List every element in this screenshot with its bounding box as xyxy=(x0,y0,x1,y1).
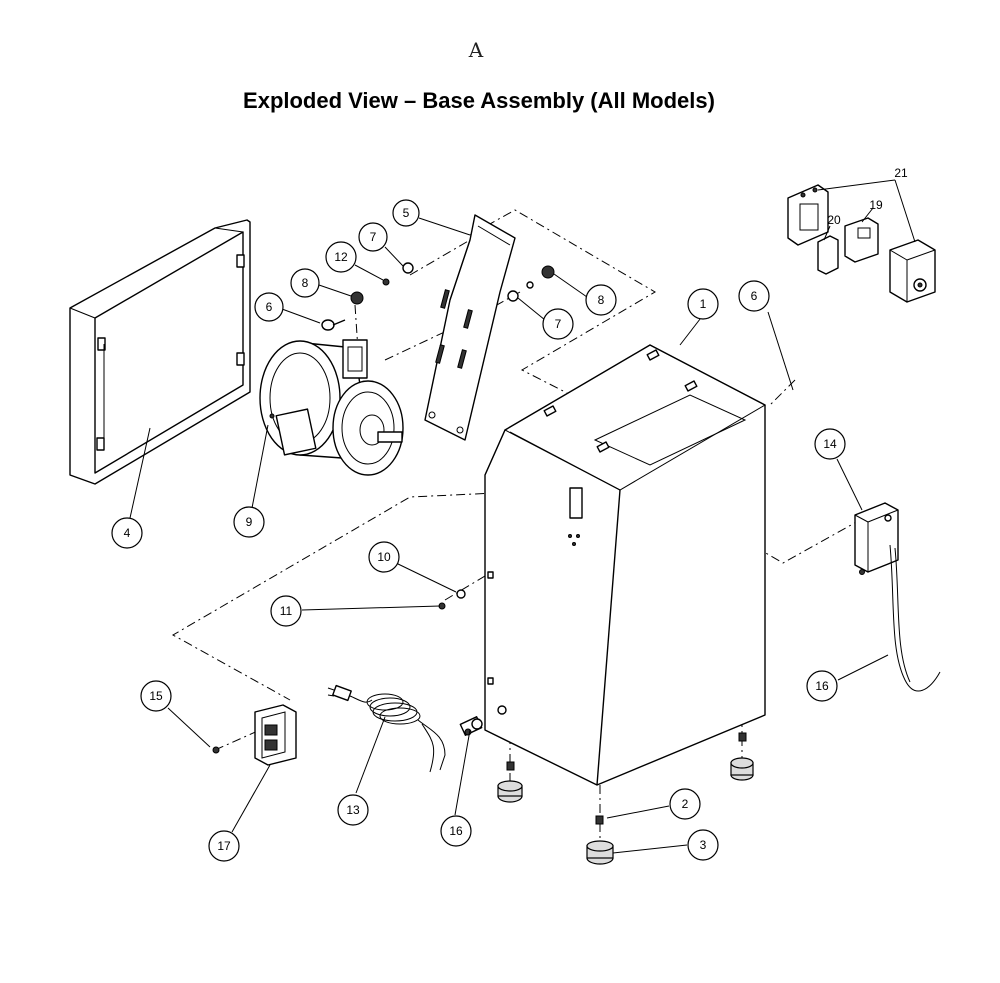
svg-text:7: 7 xyxy=(370,230,377,244)
svg-text:8: 8 xyxy=(598,293,605,307)
callout-7-right: 7 xyxy=(542,308,574,340)
callout-9: 9 xyxy=(233,506,265,538)
cabinet-hardware xyxy=(438,589,466,610)
leader-lines xyxy=(129,179,916,854)
svg-text:16: 16 xyxy=(449,824,463,838)
switch-part xyxy=(212,704,297,766)
callout-2: 2 xyxy=(669,788,701,820)
svg-text:11: 11 xyxy=(280,604,293,618)
callout-6-right: 6 xyxy=(738,280,770,312)
callout-16-cord: 16 xyxy=(806,670,838,702)
strain-relief-part xyxy=(459,716,483,736)
svg-text:4: 4 xyxy=(124,526,131,540)
svg-text:6: 6 xyxy=(266,300,273,314)
svg-text:15: 15 xyxy=(149,689,163,703)
svg-text:14: 14 xyxy=(823,437,837,451)
svg-text:7: 7 xyxy=(555,317,562,331)
svg-text:1: 1 xyxy=(700,297,707,311)
motor-part xyxy=(259,339,404,476)
callout-17: 17 xyxy=(208,830,240,862)
callout-10: 10 xyxy=(368,541,400,573)
upgrade-components xyxy=(787,184,936,303)
label-21: 21 xyxy=(894,166,908,180)
callout-3: 3 xyxy=(687,829,719,861)
svg-text:2: 2 xyxy=(682,797,689,811)
svg-text:10: 10 xyxy=(377,550,391,564)
callout-11: 11 xyxy=(270,595,302,627)
leveling-feet xyxy=(497,732,754,865)
label-20: 20 xyxy=(827,213,841,227)
svg-text:5: 5 xyxy=(403,206,410,220)
svg-text:8: 8 xyxy=(302,276,309,290)
svg-text:13: 13 xyxy=(346,803,360,817)
svg-text:3: 3 xyxy=(700,838,707,852)
callout-4: 4 xyxy=(111,517,143,549)
junction-box-part xyxy=(854,502,941,692)
cabinet-part xyxy=(484,344,767,786)
svg-text:12: 12 xyxy=(334,250,348,264)
callout-1: 1 xyxy=(687,288,719,320)
svg-text:16: 16 xyxy=(815,679,829,693)
callout-14: 14 xyxy=(814,428,846,460)
callout-5: 5 xyxy=(392,199,420,227)
side-panel-part xyxy=(69,219,251,485)
callout-16-relief: 16 xyxy=(440,815,472,847)
callout-8-left: 8 xyxy=(290,268,320,298)
callout-13: 13 xyxy=(337,794,369,826)
svg-text:6: 6 xyxy=(751,289,758,303)
label-19: 19 xyxy=(869,198,883,212)
callout-8-right: 8 xyxy=(585,284,617,316)
motor-mount-plate-part xyxy=(424,214,516,441)
power-cord-part xyxy=(327,684,446,773)
svg-text:17: 17 xyxy=(217,839,231,853)
page-letter: A xyxy=(468,38,484,62)
diagram-title: Exploded View – Base Assembly (All Model… xyxy=(243,88,715,113)
callout-6-left: 6 xyxy=(254,292,284,322)
svg-text:9: 9 xyxy=(246,515,253,529)
callout-7-left: 7 xyxy=(358,222,388,252)
callout-15: 15 xyxy=(140,680,172,712)
mount-hardware xyxy=(321,262,555,331)
callout-12: 12 xyxy=(325,241,357,273)
